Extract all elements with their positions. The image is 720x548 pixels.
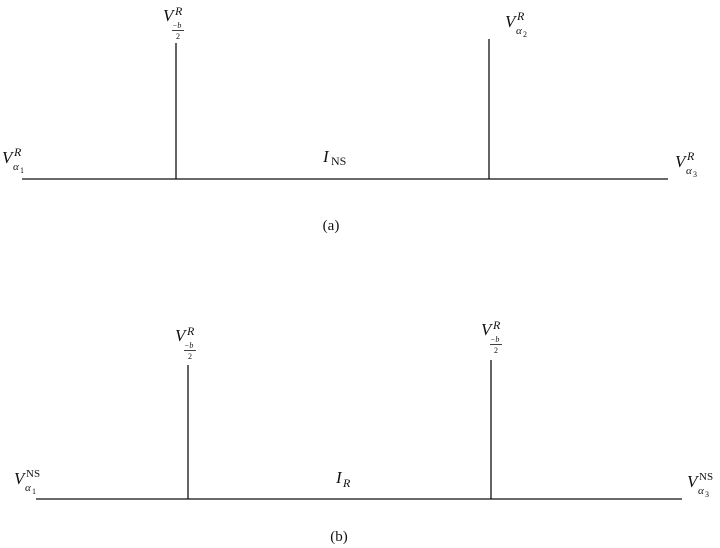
panel-a-middle-sub-text: NS: [331, 154, 346, 168]
panel-b-branch-2-frac-den-text: 2: [494, 346, 498, 355]
panel-a-caption: (a): [323, 218, 340, 234]
panel-b-left-end-main-text: V: [14, 469, 27, 488]
panel-a: V R α 1 V R α 3 I NS V R −b 2 V R: [2, 4, 697, 234]
panel-a-right-end-sub-index-text: 3: [693, 170, 697, 179]
panel-b-caption: (b): [330, 529, 348, 545]
panel-a-branch-2-sub-greek-text: α: [516, 25, 522, 37]
panel-b-branch-2-sup-text: R: [492, 318, 501, 332]
panel-a-branch-2-label: V R α 2: [505, 9, 527, 39]
panel-a-branch-1-main-text: V: [163, 6, 176, 25]
panel-b-left-end-label: V NS α 1: [14, 468, 40, 496]
panel-a-branch-2-sub-index-text: 2: [523, 30, 527, 39]
panel-a-right-end-sup-text: R: [686, 149, 695, 163]
panel-a-branch-1-label: V R −b 2: [163, 4, 184, 41]
panel-a-branch-2-main-text: V: [505, 12, 518, 31]
panel-a-middle-label: I NS: [322, 147, 346, 168]
panel-b-middle-main-text: I: [335, 468, 343, 487]
panel-a-middle-main-text: I: [322, 147, 330, 166]
panel-b-branch-2-label: V R −b 2: [481, 318, 502, 355]
panel-b-middle-label: I R: [335, 468, 351, 490]
panel-b-branch-1-sup-text: R: [186, 324, 195, 338]
panel-a-left-end-sub-index-text: 1: [20, 166, 24, 175]
panel-b-right-end-sub-index-text: 3: [705, 490, 709, 499]
panel-a-left-end-main-text: V: [2, 148, 15, 167]
panel-a-branch-1-frac-den-text: 2: [176, 32, 180, 41]
panel-a-right-end-label: V R α 3: [675, 149, 697, 179]
panel-a-branch-1-frac-num-text: −b: [172, 21, 181, 30]
panel-b-right-end-main-text: V: [687, 472, 700, 491]
panel-a-right-end-sub-greek-text: α: [686, 165, 692, 177]
panel-a-right-end-main-text: V: [675, 152, 688, 171]
panel-b-branch-2-frac-num-text: −b: [490, 335, 499, 344]
panel-b-branch-1-label: V R −b 2: [175, 324, 196, 361]
panel-b-branch-1-main-text: V: [175, 326, 188, 345]
panel-a-left-end-label: V R α 1: [2, 145, 24, 175]
panel-b-middle-sub-text: R: [342, 476, 351, 490]
panel-a-left-end-sub-greek-text: α: [13, 161, 19, 173]
panel-b-left-end-sub-greek-text: α: [25, 482, 31, 494]
panel-b-branch-1-frac-den-text: 2: [188, 352, 192, 361]
panel-b-right-end-sub-greek-text: α: [698, 485, 704, 497]
panel-b-branch-2-main-text: V: [481, 320, 494, 339]
panel-a-branch-1-sup-text: R: [174, 4, 183, 18]
panel-b: V NS α 1 V NS α 3 I R V R −b 2 V R: [14, 318, 713, 545]
panel-a-branch-2-sup-text: R: [516, 9, 525, 23]
panel-b-right-end-label: V NS α 3: [687, 471, 713, 499]
panel-a-left-end-sup-text: R: [13, 145, 22, 159]
panel-b-left-end-sup-text: NS: [26, 468, 40, 480]
panel-b-right-end-sup-text: NS: [699, 471, 713, 483]
panel-b-left-end-sub-index-text: 1: [32, 487, 36, 496]
panel-b-branch-1-frac-num-text: −b: [184, 341, 193, 350]
